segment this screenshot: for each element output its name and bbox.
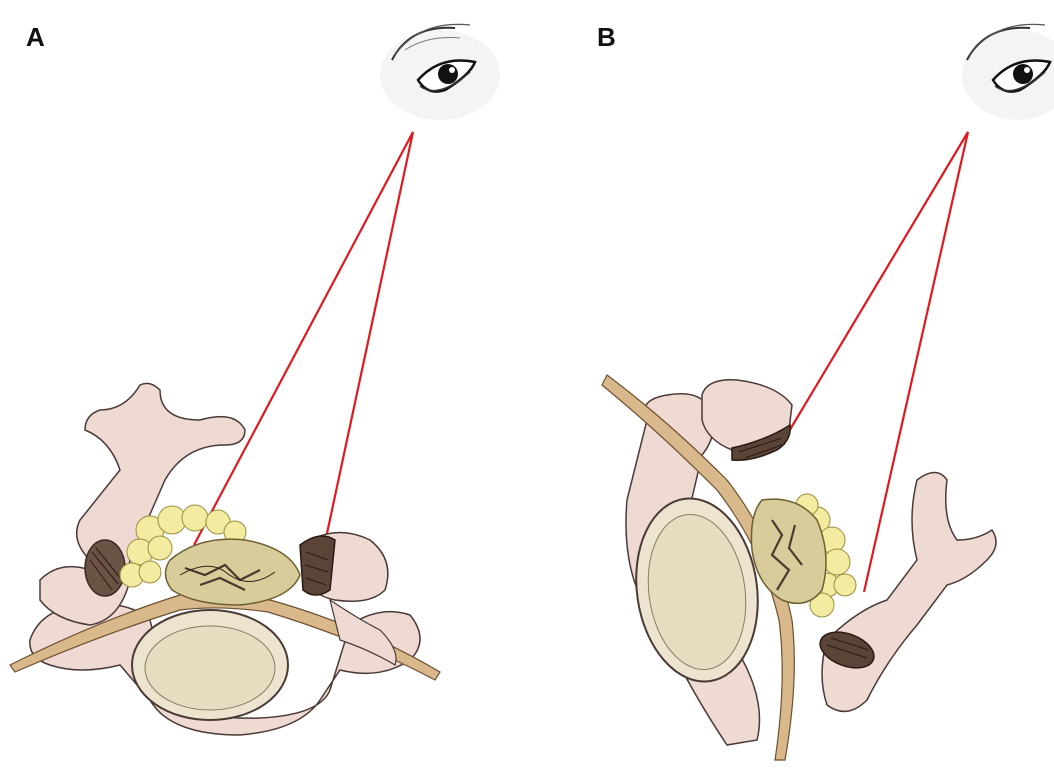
panel-b: B — [527, 0, 1054, 769]
panel-a-illustration — [0, 0, 527, 769]
sight-lines — [194, 132, 413, 545]
sight-line-to-cord — [194, 132, 413, 545]
eye-icon — [962, 24, 1054, 120]
panel-b-illustration — [527, 0, 1054, 769]
vertebra-b — [602, 375, 996, 760]
sight-line-to-cut-facet — [785, 132, 968, 438]
eye-icon — [380, 24, 500, 120]
vertebra-a — [10, 383, 440, 735]
panel-a: A — [0, 0, 527, 769]
sight-line-to-cut-facet — [326, 132, 413, 538]
